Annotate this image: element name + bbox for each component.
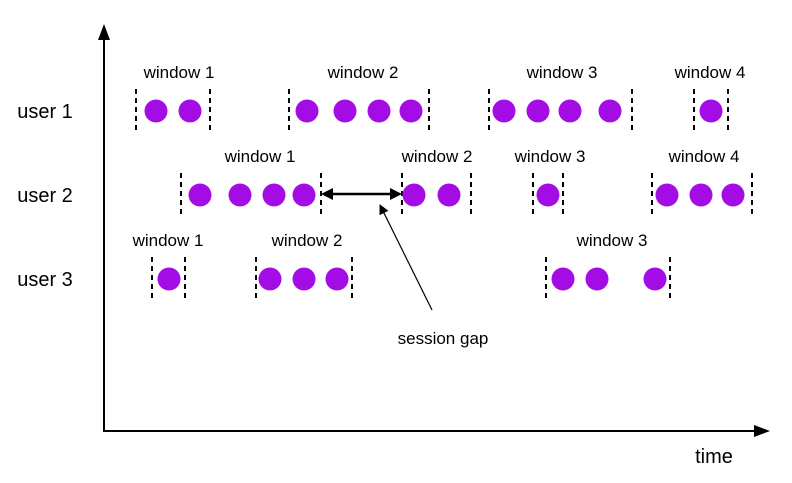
window-label: window 1 [132, 231, 204, 250]
event-dot [721, 183, 745, 207]
event-dot [325, 267, 349, 291]
event-dot [558, 99, 582, 123]
x-axis-arrowhead [754, 425, 770, 437]
window-label: window 4 [668, 147, 740, 166]
event-dot [598, 99, 622, 123]
window: window 1 [180, 147, 322, 217]
event-dot [144, 99, 168, 123]
window: window 2 [255, 231, 353, 301]
window-label: window 3 [514, 147, 586, 166]
window-label: window 2 [327, 63, 399, 82]
window-label: window 3 [526, 63, 598, 82]
window-label: window 1 [143, 63, 215, 82]
event-dot [585, 267, 609, 291]
window-label: window 3 [576, 231, 648, 250]
window-label: window 4 [674, 63, 746, 82]
event-dot [228, 183, 252, 207]
window: window 3 [514, 147, 586, 217]
window: window 3 [545, 231, 671, 301]
row-label-user-1: user 1 [17, 101, 73, 123]
session-gap-label: session gap [398, 329, 489, 348]
session-gap-arrowhead-right [390, 188, 402, 200]
event-dot [188, 183, 212, 207]
x-axis-label: time [695, 446, 733, 468]
event-dot [333, 99, 357, 123]
event-dot [655, 183, 679, 207]
event-dot [178, 99, 202, 123]
event-dot [437, 183, 461, 207]
row-label-user-3: user 3 [17, 269, 73, 291]
window-label: window 2 [401, 147, 473, 166]
row-label-user-2: user 2 [17, 185, 73, 207]
y-axis-arrowhead [98, 24, 110, 40]
event-dot [367, 99, 391, 123]
event-dot [258, 267, 282, 291]
window: window 1 [132, 231, 204, 301]
event-dot [643, 267, 667, 291]
event-dot [402, 183, 426, 207]
event-dot [157, 267, 181, 291]
event-dot [399, 99, 423, 123]
event-dot [292, 183, 316, 207]
event-dot [689, 183, 713, 207]
window-label: window 2 [271, 231, 343, 250]
event-dot [699, 99, 723, 123]
event-dot [295, 99, 319, 123]
window: window 3 [488, 63, 633, 133]
window: window 2 [288, 63, 430, 133]
event-dot [262, 183, 286, 207]
event-dot [492, 99, 516, 123]
event-dot [551, 267, 575, 291]
event-dot [292, 267, 316, 291]
session-gap-arrowhead-left [321, 188, 333, 200]
event-dot [526, 99, 550, 123]
window-label: window 1 [224, 147, 296, 166]
session-windows: window 1 window 2 window 3 window 4 window 1… [132, 63, 753, 301]
session-gap-pointer [379, 204, 433, 311]
window: window 2 [401, 147, 473, 217]
window: window 1 [135, 63, 215, 133]
window: window 4 [651, 147, 753, 217]
window: window 4 [674, 63, 746, 133]
event-dot [536, 183, 560, 207]
